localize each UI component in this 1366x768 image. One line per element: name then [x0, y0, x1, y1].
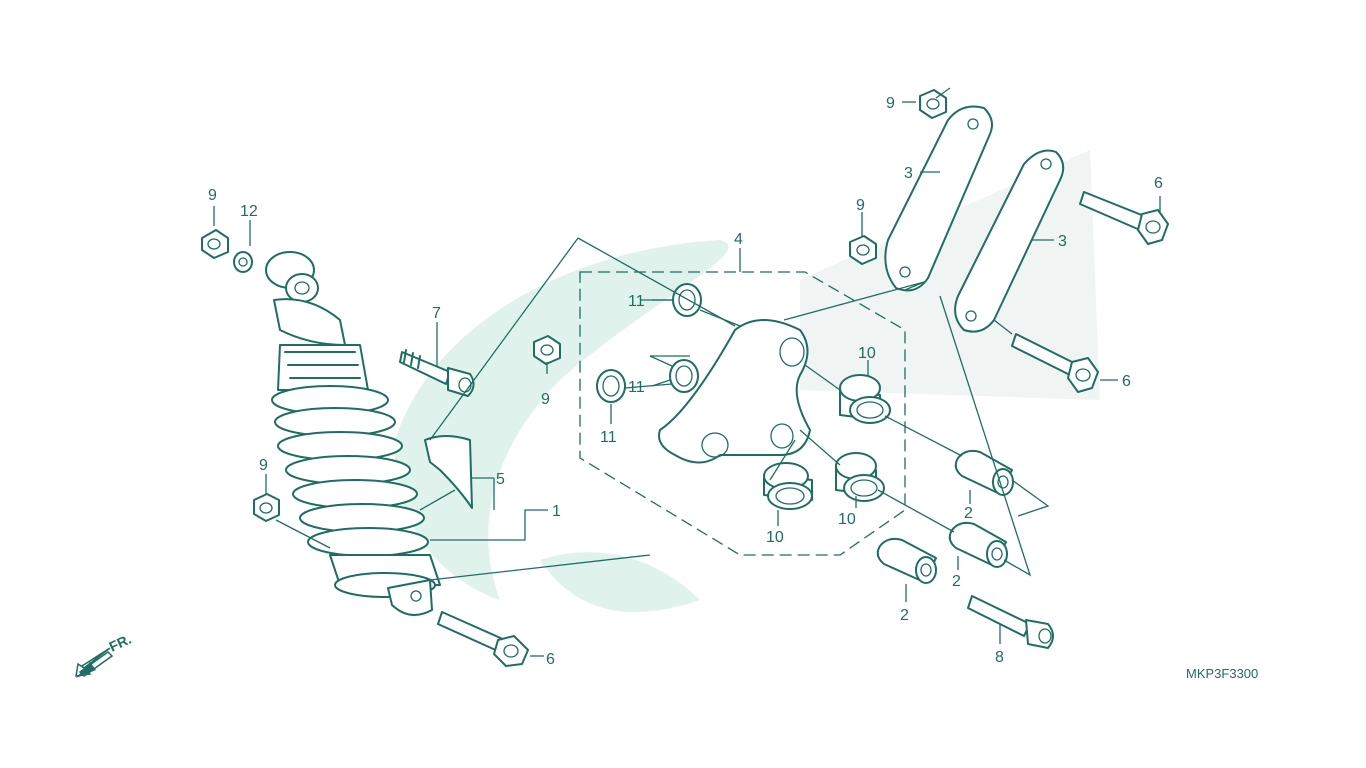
callout-1: 1	[552, 503, 561, 520]
dust-seal-11-mid	[669, 359, 699, 393]
group-outline-4	[579, 271, 906, 556]
callout-6-mid: 6	[1122, 373, 1131, 390]
collar-2-b	[948, 521, 1008, 568]
nut-9-center	[849, 235, 877, 265]
needle-bearing-10-a	[839, 374, 891, 424]
needle-bearing-10-b	[835, 452, 885, 502]
callout-11-top: 11	[628, 293, 645, 310]
diagram-code: MKP3F3300	[1186, 666, 1258, 681]
callout-4: 4	[734, 231, 743, 248]
nut-9-top	[919, 89, 947, 119]
callout-8: 8	[995, 649, 1004, 666]
callout-2-b: 2	[952, 573, 961, 590]
callout-5: 5	[496, 471, 505, 488]
front-direction-arrow: FR.	[75, 631, 134, 678]
callout-9-top: 9	[886, 95, 895, 112]
washer-12	[233, 251, 253, 273]
callout-10-b: 10	[838, 511, 856, 528]
callout-10-a: 10	[858, 345, 876, 362]
collar-2-c	[876, 537, 937, 584]
callout-9-lower: 9	[259, 457, 268, 474]
callout-3-a: 3	[904, 165, 913, 182]
callout-12: 12	[240, 203, 258, 220]
callout-11-mid: 11	[628, 379, 645, 396]
callout-9-center: 9	[856, 197, 865, 214]
collar-2-a	[954, 449, 1014, 496]
callout-2-a: 2	[964, 505, 973, 522]
nut-9-mid	[533, 335, 561, 365]
bolt-8	[967, 595, 1054, 649]
callout-10-c: 10	[766, 529, 784, 546]
callout-leaders	[213, 101, 1161, 657]
dust-seal-11-top	[672, 283, 702, 317]
bolt-6-top	[1079, 191, 1169, 245]
nut-9-lower	[253, 493, 280, 522]
callout-6-top: 6	[1154, 175, 1163, 192]
callout-numbers: 9 12 7 9 9 5 1 6 4 11 11 11 10 10 10 9 9…	[208, 95, 1163, 668]
assembly-lines	[275, 87, 1050, 581]
callout-9-mid: 9	[541, 391, 550, 408]
dust-seal-11-low	[596, 369, 626, 403]
callout-7: 7	[432, 305, 441, 322]
plate-5	[424, 435, 473, 509]
callout-2-c: 2	[900, 607, 909, 624]
callout-9-topleft: 9	[208, 187, 217, 204]
direction-label: FR.	[107, 631, 134, 655]
nut-9-topleft	[201, 229, 229, 259]
callout-11-low: 11	[600, 429, 617, 446]
cushion-link-3-b	[954, 149, 1065, 333]
cushion-arm-4	[658, 319, 811, 464]
bolt-6-bottom	[437, 611, 529, 667]
rear-shock-absorber	[265, 251, 441, 616]
callout-3-b: 3	[1058, 233, 1067, 250]
bolt-6-mid	[1011, 333, 1099, 393]
needle-bearing-10-c	[763, 462, 813, 510]
cushion-link-3-a	[884, 105, 993, 292]
callout-6-bottom: 6	[546, 651, 555, 668]
